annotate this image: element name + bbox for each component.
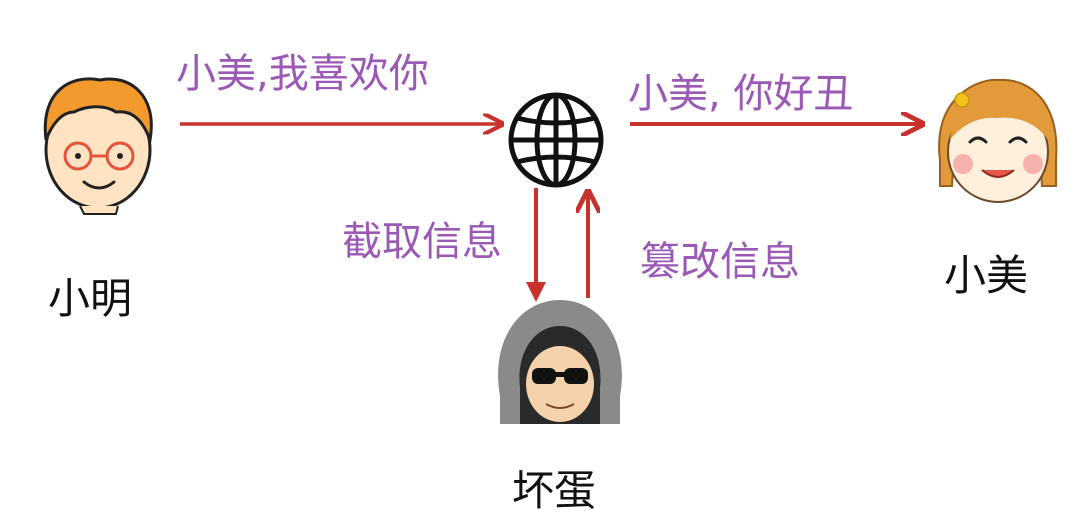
hooded-hacker-icon [498, 300, 622, 424]
message-intercept: 截取信息 [342, 219, 502, 265]
attacker-name: 坏蛋 [512, 466, 597, 515]
message-original: 小美,我喜欢你 [176, 51, 429, 97]
message-tamper: 篡改信息 [640, 239, 800, 285]
receiver-name: 小美 [944, 251, 1029, 300]
sender-name: 小明 [48, 274, 133, 323]
girl-avatar-icon [938, 78, 1058, 203]
globe-icon [508, 92, 604, 188]
boy-avatar-icon [43, 77, 153, 215]
message-delivered: 小美, 你好丑 [628, 71, 854, 117]
